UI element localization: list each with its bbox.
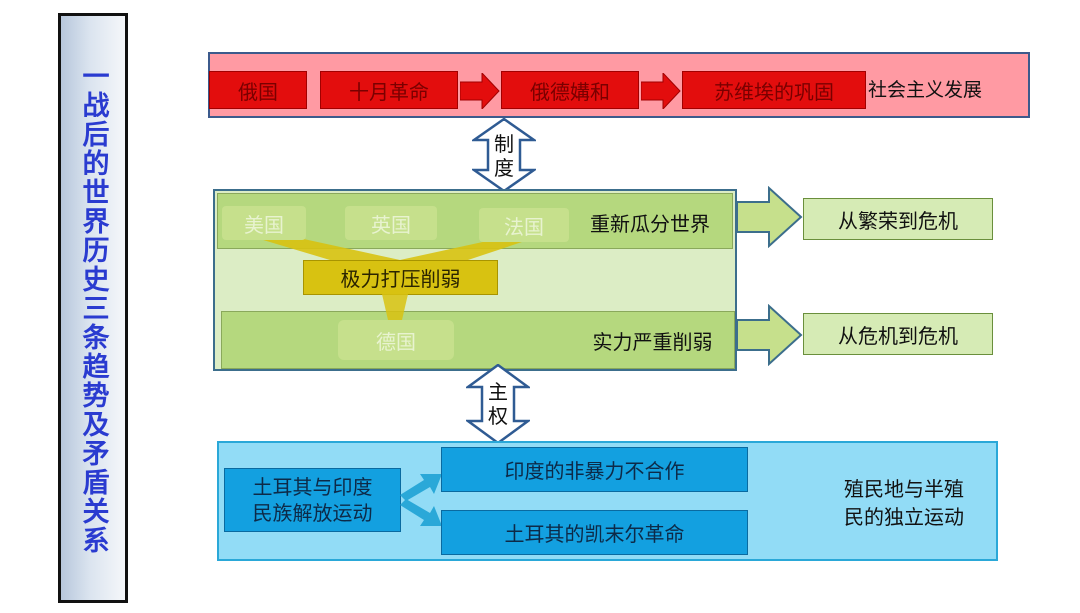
turkey-india-line2: 民族解放运动 (252, 501, 373, 525)
uk-label: 英国 (371, 212, 411, 237)
red-arrow-2-icon (641, 73, 681, 109)
prosperity-to-crisis-label: 从繁荣到危机 (838, 208, 958, 233)
usa-label: 美国 (244, 212, 284, 237)
germany-box: 德国 (338, 320, 454, 360)
brest-peace-box: 俄德媾和 (501, 71, 639, 109)
down-connector (382, 294, 408, 320)
crisis-to-crisis-label: 从危机到危机 (838, 323, 958, 348)
france-box: 法国 (479, 208, 569, 242)
socialism-development-label: 社会主义发展 (868, 78, 983, 101)
turkey-india-line1: 土耳其与印度 (252, 475, 373, 499)
independence-line1: 殖民地与半殖 (844, 477, 964, 501)
october-revolution-label: 十月革命 (349, 79, 429, 104)
severely-weakened-label: 实力严重削弱 (592, 329, 713, 354)
russia-box: 俄国 (209, 71, 307, 109)
kemal-revolution-label: 土耳其的凯末尔革命 (504, 522, 685, 546)
october-revolution-box: 十月革命 (320, 71, 458, 109)
suppress-box: 极力打压削弱 (303, 260, 498, 295)
soviet-consolidation-box: 苏维埃的巩固 (682, 71, 866, 109)
india-noncooperation-label: 印度的非暴力不合作 (504, 459, 685, 483)
vertical-title-panel: 一战后的世界历史三条趋势及矛盾关系 (58, 13, 128, 603)
sovereignty-char-1: 主 (488, 380, 508, 404)
system-char-2: 度 (494, 156, 514, 180)
turkey-india-box: 土耳其与印度 民族解放运动 (224, 468, 401, 532)
germany-label: 德国 (376, 329, 416, 354)
converge-connector (250, 236, 540, 266)
sovereignty-char-2: 权 (488, 404, 508, 428)
vertical-title: 一战后的世界历史三条趋势及矛盾关系 (77, 61, 109, 555)
system-label: 制 度 (488, 131, 520, 181)
france-label: 法国 (504, 214, 544, 239)
soviet-consolidation-label: 苏维埃的巩固 (714, 79, 834, 104)
redivide-world-label: 重新瓜分世界 (590, 211, 710, 236)
russia-label: 俄国 (238, 79, 278, 104)
independence-line2: 民的独立运动 (844, 505, 964, 529)
india-noncooperation-box: 印度的非暴力不合作 (441, 447, 748, 492)
usa-box: 美国 (222, 206, 306, 240)
uk-box: 英国 (345, 206, 437, 240)
prosperity-to-crisis-box: 从繁荣到危机 (803, 198, 993, 240)
suppress-label: 极力打压削弱 (340, 267, 461, 291)
defeated-row (221, 311, 735, 369)
system-char-1: 制 (494, 132, 514, 156)
green-arrow-1-icon (737, 186, 803, 248)
fork-arrows-icon (400, 474, 442, 526)
kemal-revolution-box: 土耳其的凯末尔革命 (441, 510, 748, 555)
independence-movement-label: 殖民地与半殖 民的独立运动 (818, 468, 990, 538)
red-arrow-1-icon (460, 73, 500, 109)
brest-peace-label: 俄德媾和 (530, 79, 610, 104)
green-arrow-2-icon (737, 304, 803, 366)
sovereignty-label: 主 权 (482, 379, 514, 429)
crisis-to-crisis-box: 从危机到危机 (803, 313, 993, 355)
